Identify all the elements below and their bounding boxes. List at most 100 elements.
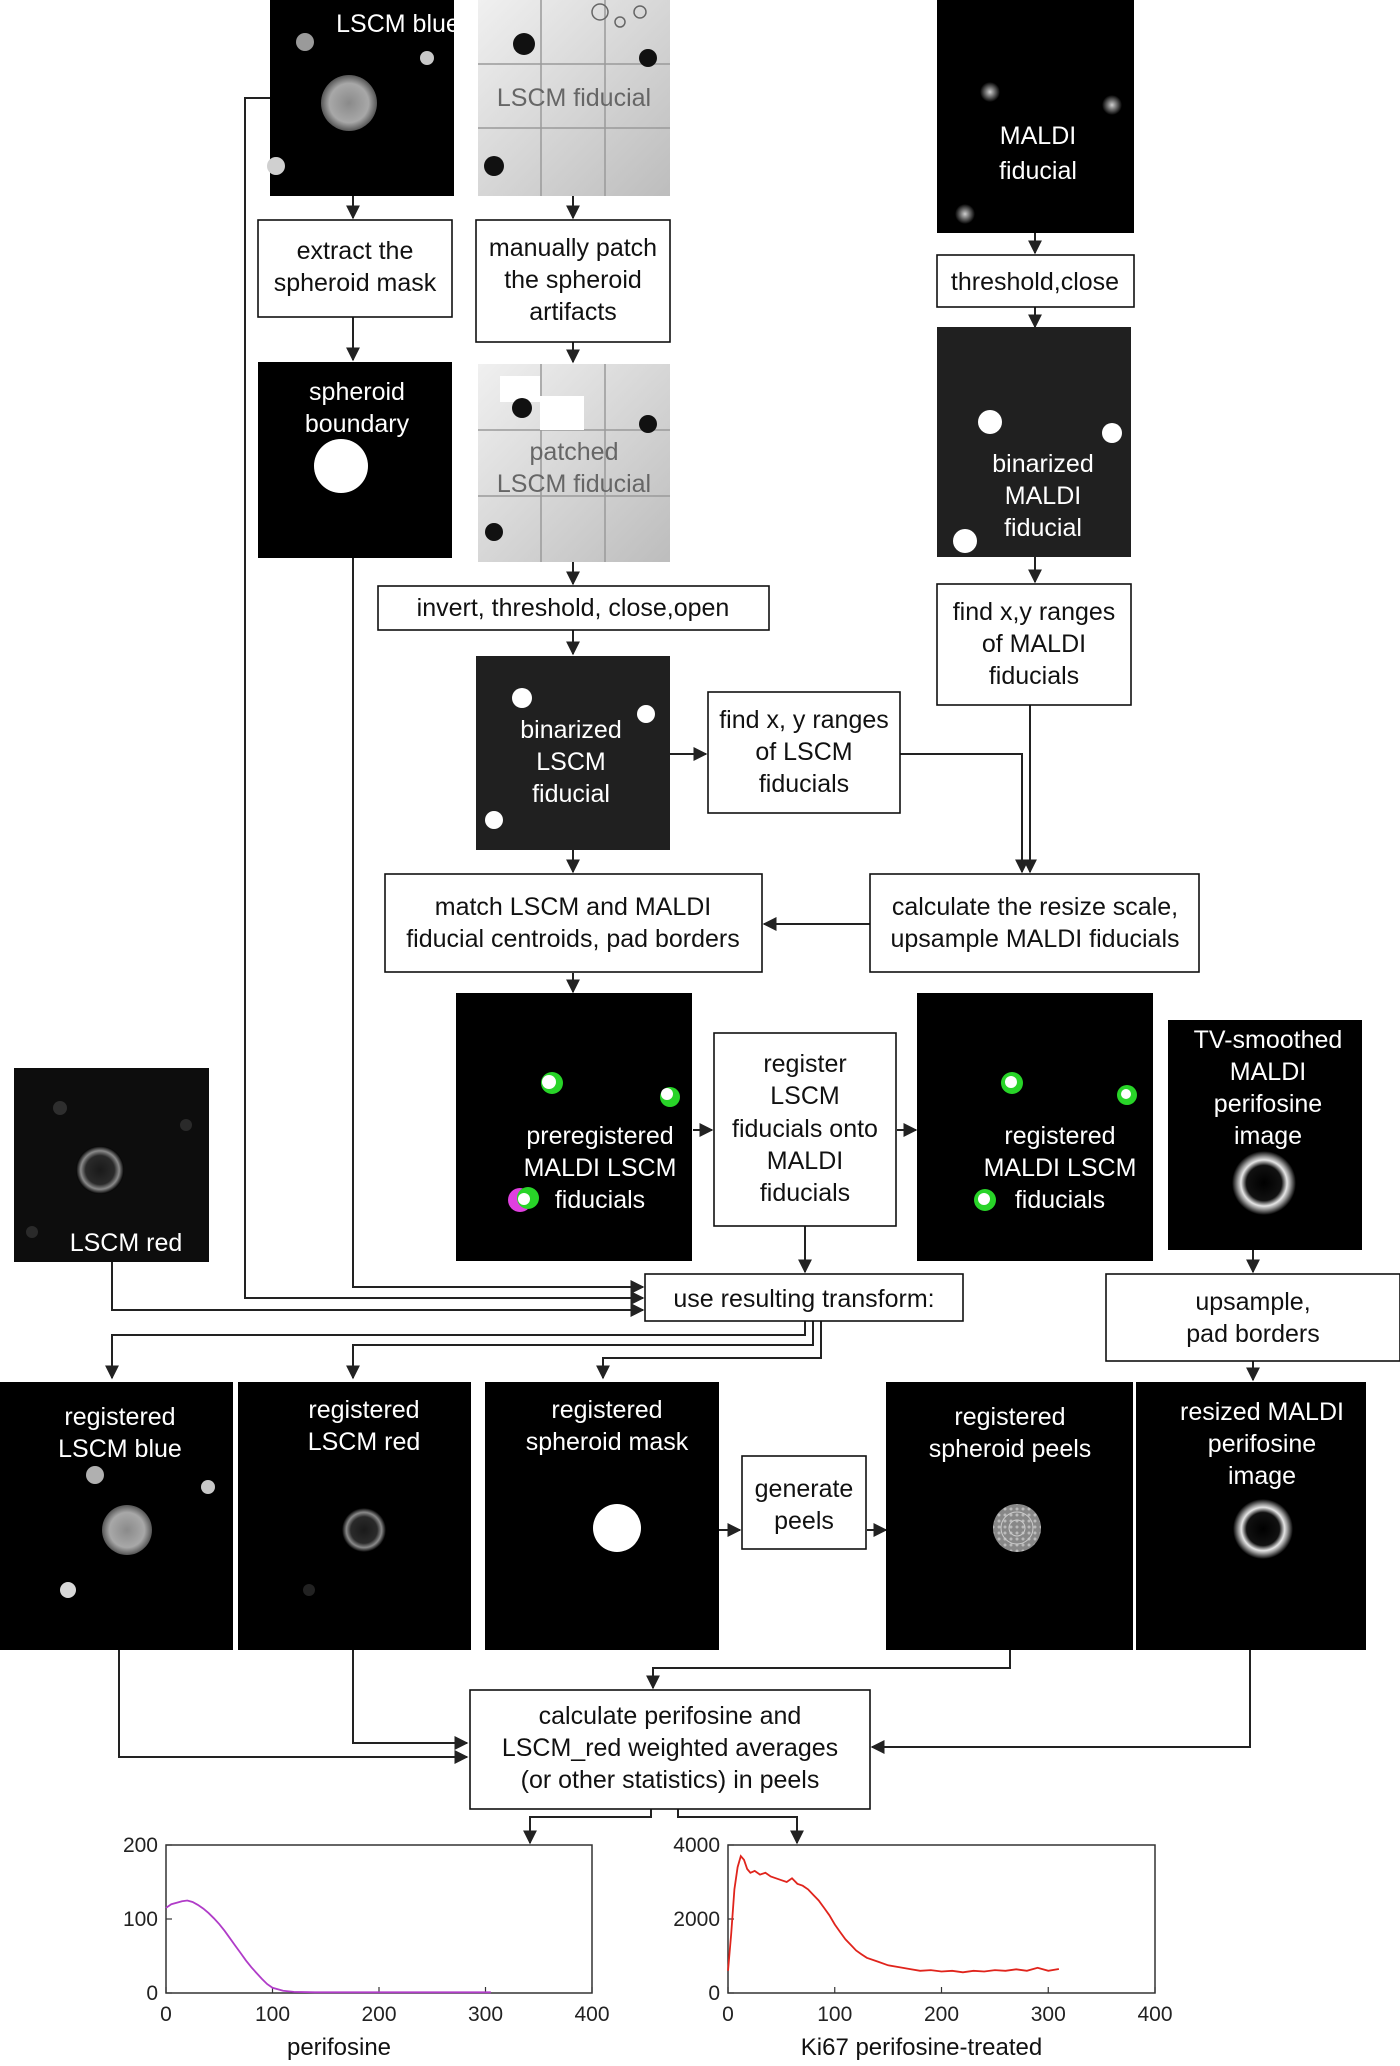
y-tick-label: 200 bbox=[123, 1834, 158, 1857]
step-find-ranges-maldi-line-1: find x,y ranges bbox=[953, 598, 1116, 626]
step-generate-peels-line-2: peels bbox=[774, 1507, 834, 1535]
step-manually-patch-line-1: manually patch bbox=[489, 234, 657, 262]
panel-tv-smoothed: TV-smoothed MALDI perifosine image bbox=[1168, 1020, 1362, 1250]
y-tick-label: 0 bbox=[146, 1982, 158, 2005]
step-calculate: calculate perifosine and LSCM_red weight… bbox=[469, 1689, 871, 1810]
panel-registered-lscm-red: registered LSCM red bbox=[238, 1382, 471, 1650]
step-find-ranges-lscm-line-2: of LSCM bbox=[755, 738, 852, 766]
panel-binarized-maldi-label-1: binarized bbox=[992, 450, 1093, 478]
panel-resized-maldi-label-3: image bbox=[1228, 1462, 1296, 1490]
panel-registered-fiducials: registered MALDI LSCM fiducials bbox=[917, 993, 1153, 1261]
step-register-line-5: fiducials bbox=[760, 1179, 850, 1207]
panel-patched-label-1: patched bbox=[530, 438, 619, 466]
step-find-ranges-maldi-line-2: of MALDI bbox=[982, 630, 1086, 658]
x-tick-label: 400 bbox=[1137, 2003, 1172, 2026]
series-line bbox=[165, 1899, 491, 1994]
x-axis-label: Ki67 perifosine-treated bbox=[801, 2034, 1042, 2061]
panel-lscm-fiducial-label: LSCM fiducial bbox=[497, 84, 651, 112]
panel-registered-fiducials-label-1: registered bbox=[1004, 1122, 1115, 1150]
step-manually-patch-line-2: the spheroid bbox=[504, 266, 642, 294]
connectors bbox=[105, 97, 1260, 1845]
panel-binarized-maldi-label-2: MALDI bbox=[1005, 482, 1081, 510]
step-find-ranges-lscm: find x, y ranges of LSCM fiducials bbox=[707, 691, 901, 814]
panel-tv-smoothed-label-4: image bbox=[1234, 1122, 1302, 1150]
step-invert-threshold: invert, threshold, close,open bbox=[377, 585, 770, 631]
step-upsample-pad-line-2: pad borders bbox=[1186, 1320, 1319, 1348]
panel-registered-peels-label-2: spheroid peels bbox=[929, 1435, 1092, 1463]
step-calculate-line-2: LSCM_red weighted averages bbox=[502, 1734, 838, 1762]
step-calculate-line-1: calculate perifosine and bbox=[539, 1702, 802, 1730]
panel-registered-mask-label-2: spheroid mask bbox=[526, 1428, 689, 1456]
step-calc-resize: calculate the resize scale, upsample MAL… bbox=[869, 873, 1200, 973]
panel-binarized-lscm-label-1: binarized bbox=[520, 716, 621, 744]
step-threshold-close-label: threshold,close bbox=[951, 268, 1119, 296]
panel-lscm-red-label: LSCM red bbox=[70, 1229, 183, 1257]
panel-tv-smoothed-label-3: perifosine bbox=[1214, 1090, 1322, 1118]
panel-patched-lscm-fiducial: patched LSCM fiducial bbox=[478, 364, 670, 562]
panel-preregistered-label-3: fiducials bbox=[555, 1186, 645, 1214]
panel-maldi-fiducial-label-2: fiducial bbox=[999, 157, 1077, 185]
x-tick-label: 100 bbox=[817, 2003, 852, 2026]
panel-binarized-lscm-label-2: LSCM bbox=[536, 748, 605, 776]
panel-registered-lscm-red-label-1: registered bbox=[308, 1396, 419, 1424]
chart-frame bbox=[165, 1844, 593, 1994]
step-upsample-pad: upsample, pad borders bbox=[1105, 1273, 1400, 1362]
step-match-centroids: match LSCM and MALDI fiducial centroids,… bbox=[384, 873, 763, 973]
x-tick-label: 100 bbox=[255, 2003, 290, 2026]
panel-patched-label-2: LSCM fiducial bbox=[497, 470, 651, 498]
panel-registered-lscm-red-label-2: LSCM red bbox=[308, 1428, 421, 1456]
step-find-ranges-lscm-line-3: fiducials bbox=[759, 770, 849, 798]
step-upsample-pad-line-1: upsample, bbox=[1195, 1288, 1310, 1316]
x-tick-label: 300 bbox=[468, 2003, 503, 2026]
panel-registered-fiducials-label-2: MALDI LSCM bbox=[984, 1154, 1137, 1182]
step-invert-threshold-label: invert, threshold, close,open bbox=[417, 594, 730, 622]
panel-binarized-maldi-label-3: fiducial bbox=[1004, 514, 1082, 542]
step-calc-resize-line-1: calculate the resize scale, bbox=[892, 893, 1178, 921]
panel-maldi-fiducial-label-1: MALDI bbox=[1000, 122, 1076, 150]
panel-preregistered-label-2: MALDI LSCM bbox=[524, 1154, 677, 1182]
panel-registered-spheroid-peels: registered spheroid peels bbox=[886, 1382, 1133, 1650]
x-tick-label: 0 bbox=[722, 2003, 734, 2026]
panel-preregistered: preregistered MALDI LSCM fiducials bbox=[456, 993, 692, 1261]
step-find-ranges-maldi-line-3: fiducials bbox=[989, 662, 1079, 690]
panel-lscm-red: LSCM red bbox=[14, 1068, 209, 1262]
x-tick-label: 0 bbox=[160, 2003, 172, 2026]
step-manually-patch-line-3: artifacts bbox=[529, 298, 617, 326]
step-register-line-4: MALDI bbox=[767, 1147, 843, 1175]
panel-tv-smoothed-label-1: TV-smoothed bbox=[1194, 1026, 1343, 1054]
step-register-line-1: register bbox=[763, 1050, 846, 1078]
x-tick-label: 400 bbox=[574, 2003, 609, 2026]
y-tick-label: 100 bbox=[123, 1908, 158, 1931]
panel-registered-lscm-blue: registered LSCM blue bbox=[0, 1382, 233, 1650]
step-threshold-close: threshold,close bbox=[936, 254, 1135, 308]
step-manually-patch: manually patch the spheroid artifacts bbox=[475, 219, 671, 343]
x-tick-label: 200 bbox=[924, 2003, 959, 2026]
panel-tv-smoothed-label-2: MALDI bbox=[1230, 1058, 1306, 1086]
step-generate-peels-line-1: generate bbox=[755, 1475, 854, 1503]
x-tick-label: 300 bbox=[1031, 2003, 1066, 2026]
panel-registered-spheroid-mask: registered spheroid mask bbox=[485, 1382, 719, 1650]
panel-preregistered-label-1: preregistered bbox=[526, 1122, 673, 1150]
step-calc-resize-line-2: upsample MALDI fiducials bbox=[890, 925, 1179, 953]
step-find-ranges-maldi: find x,y ranges of MALDI fiducials bbox=[936, 583, 1132, 706]
x-axis-label: perifosine bbox=[287, 2034, 391, 2061]
step-find-ranges-lscm-line-1: find x, y ranges bbox=[719, 706, 889, 734]
panel-registered-lscm-blue-label-2: LSCM blue bbox=[58, 1435, 182, 1463]
step-extract-mask-line-2: spheroid mask bbox=[274, 269, 437, 297]
panel-resized-maldi-label-1: resized MALDI bbox=[1180, 1398, 1344, 1426]
y-tick-label: 4000 bbox=[673, 1834, 720, 1857]
panel-resized-maldi: resized MALDI perifosine image bbox=[1136, 1382, 1366, 1650]
panel-resized-maldi-label-2: perifosine bbox=[1208, 1430, 1316, 1458]
step-extract-mask-line-1: extract the bbox=[297, 237, 414, 265]
step-match-centroids-line-2: fiducial centroids, pad borders bbox=[406, 925, 740, 953]
step-generate-peels: generate peels bbox=[741, 1455, 867, 1550]
x-tick-label: 200 bbox=[361, 2003, 396, 2026]
panel-spheroid-boundary-label-1: spheroid bbox=[309, 378, 405, 406]
y-tick-label: 2000 bbox=[673, 1908, 720, 1931]
panel-lscm-blue: LSCM blue bbox=[267, 0, 460, 196]
panel-registered-peels-label-1: registered bbox=[954, 1403, 1065, 1431]
panel-spheroid-boundary-label-2: boundary bbox=[305, 410, 410, 438]
panel-maldi-fiducial: MALDI fiducial bbox=[937, 0, 1134, 233]
chart-perifosine: 0 100 200 300 400 0 100 200 perifosine bbox=[123, 1834, 610, 2061]
